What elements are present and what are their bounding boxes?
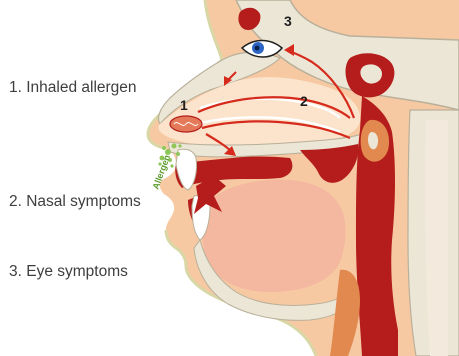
eye-pupil bbox=[255, 46, 260, 51]
allergen-dot bbox=[176, 152, 180, 156]
allergen-dot bbox=[162, 146, 166, 150]
spinal-cord bbox=[425, 120, 448, 356]
marker-1: 1 bbox=[180, 97, 188, 113]
allergen-dot bbox=[178, 144, 181, 147]
marker-3: 3 bbox=[284, 13, 292, 29]
tongue bbox=[203, 180, 346, 292]
allergen-dot bbox=[165, 149, 171, 155]
legend-inhaled-allergen: 1. Inhaled allergen bbox=[9, 79, 137, 97]
legend-nasal-symptoms: 2. Nasal symptoms bbox=[9, 193, 141, 211]
allergen-dot bbox=[170, 164, 173, 167]
marker-2: 2 bbox=[300, 93, 308, 109]
legend-eye-symptoms: 3. Eye symptoms bbox=[9, 263, 128, 281]
allergen-dot bbox=[172, 144, 177, 149]
